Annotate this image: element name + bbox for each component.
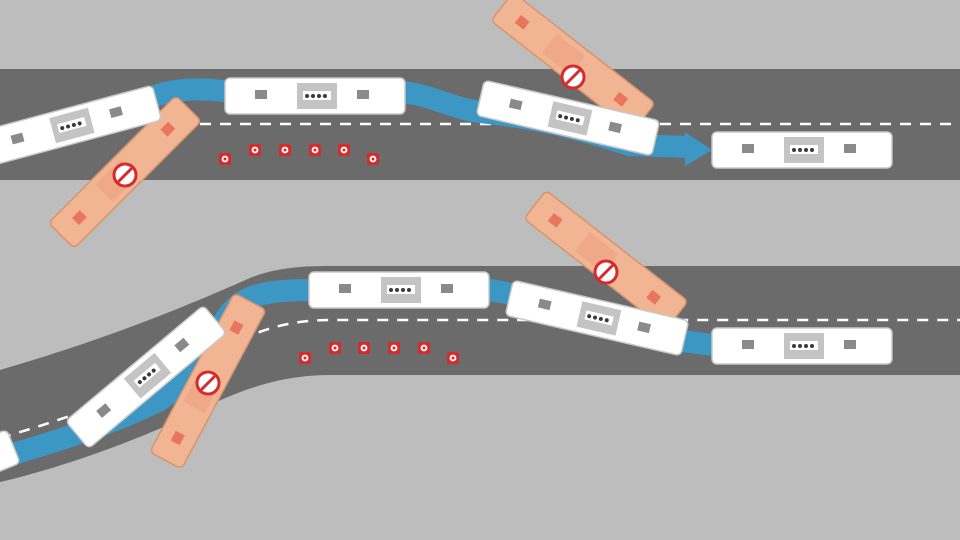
traffic-cone-icon <box>249 144 261 156</box>
traffic-cone-icon <box>358 342 370 354</box>
traffic-cone-icon <box>329 342 341 354</box>
bus-bottom-2 <box>308 271 490 309</box>
traffic-cone-icon <box>299 352 311 364</box>
no-entry-sign-icon <box>195 370 221 396</box>
traffic-cone-icon <box>338 144 350 156</box>
no-entry-sign-icon <box>560 64 586 90</box>
traffic-cone-icon <box>279 144 291 156</box>
traffic-cone-icon <box>388 342 400 354</box>
path-arrow-head-top <box>685 132 712 166</box>
bus-top-4 <box>711 131 893 169</box>
bus-top-2 <box>224 77 406 115</box>
scene-top <box>0 0 960 250</box>
bus-bottom-4 <box>711 327 893 365</box>
no-entry-sign-icon <box>112 162 138 188</box>
traffic-cone-icon <box>367 153 379 165</box>
traffic-cone-icon <box>447 352 459 364</box>
scene-bottom <box>0 189 960 532</box>
traffic-cone-icon <box>309 144 321 156</box>
traffic-cone-icon <box>418 342 430 354</box>
no-entry-sign-icon <box>593 259 619 285</box>
traffic-cone-icon <box>219 153 231 165</box>
lane-marking-bottom <box>0 318 960 440</box>
